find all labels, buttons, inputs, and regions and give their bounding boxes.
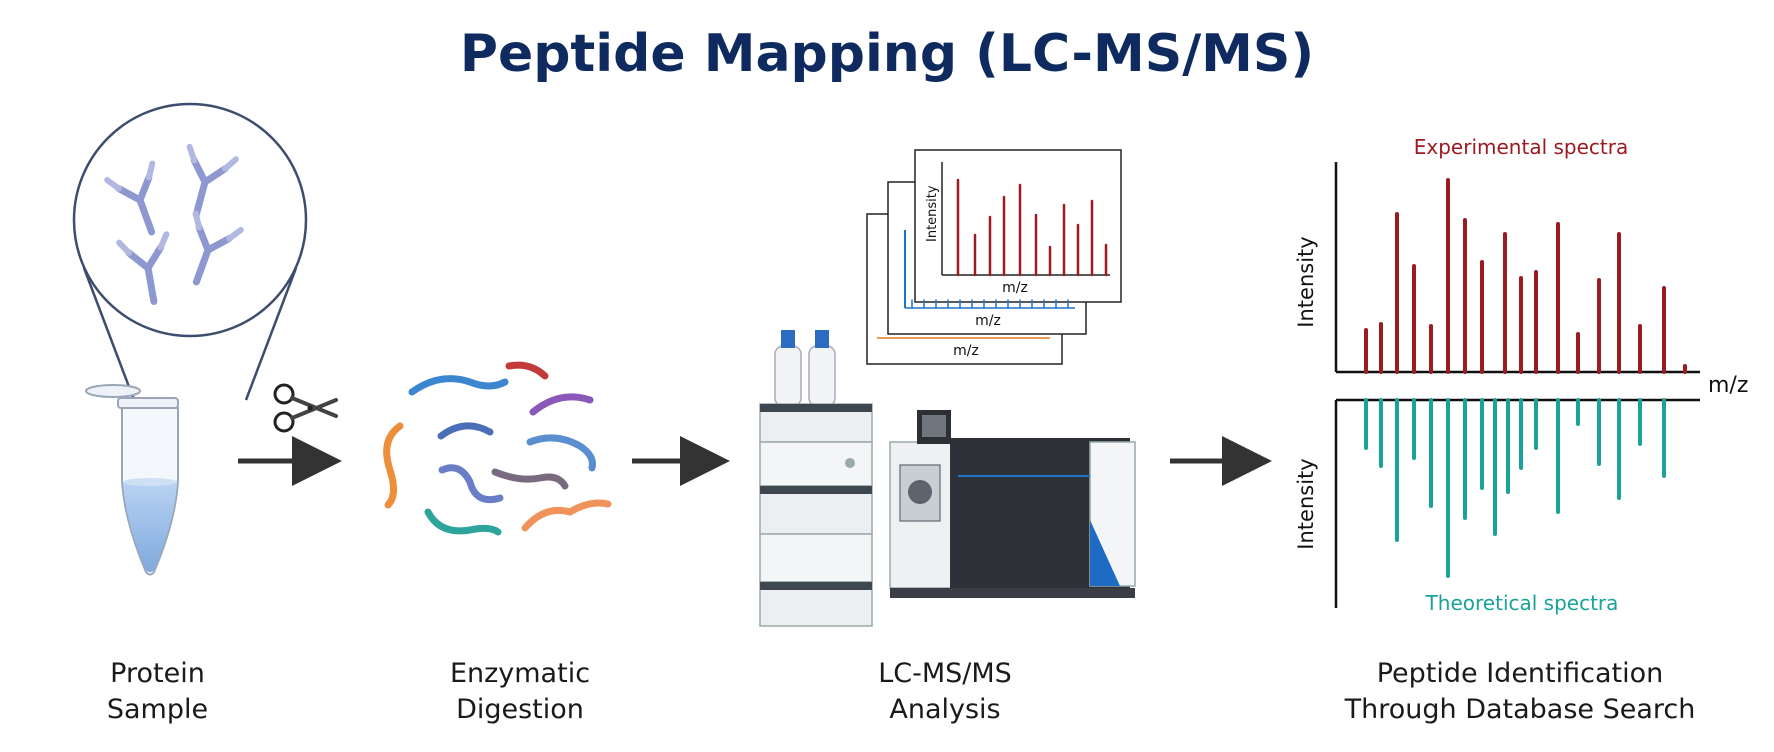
peptide-fragment-icon (408, 375, 509, 396)
mirror-top-ylabel: Intensity (1294, 236, 1318, 327)
experimental-label: Experimental spectra (1414, 135, 1628, 159)
peptide-fragment-icon (505, 361, 549, 380)
peptide-fragments (383, 361, 612, 536)
antibody-icon (192, 210, 244, 286)
stack-xlabel-front: m/z (1002, 280, 1028, 296)
protein-sample-illustration (72, 102, 308, 576)
tube-icon (85, 384, 179, 576)
mass-spectrometer-icon (889, 410, 1136, 598)
antibody-tip (157, 231, 170, 251)
step-line: Sample (106, 694, 209, 725)
mirror-spectra: Experimental spectra Theoretical spectra… (1294, 135, 1748, 615)
step-label-lcms-analysis: LC-MS/MS Analysis (840, 656, 1050, 728)
step-line: Peptide Identification (1376, 658, 1664, 689)
scissors-icon (273, 383, 338, 433)
antibody-stem (192, 178, 209, 219)
theoretical-label: Theoretical spectra (1425, 591, 1619, 615)
lc-system-icon (759, 330, 873, 627)
step-line: Digestion (456, 694, 584, 725)
antibody-tip (104, 177, 122, 192)
peptide-fragment-icon (438, 464, 504, 504)
ms-spectra-stack: Intensity m/z m/z m/z (866, 149, 1122, 365)
step-line: Protein (110, 658, 205, 689)
antibody-icon (186, 143, 239, 219)
step-line: Analysis (889, 694, 1001, 725)
peptide-fragment-icon (424, 508, 502, 536)
antibody-tip (145, 160, 156, 181)
antibody-arm (115, 185, 144, 204)
antibody-tip (226, 227, 244, 242)
mirror-bottom-ylabel: Intensity (1294, 458, 1318, 549)
antibody-arm (201, 165, 229, 186)
stack-ylabel: Intensity (925, 185, 940, 242)
antibody-arm (190, 156, 209, 186)
step-label-protein-sample: Protein Sample (70, 656, 245, 728)
step-line: Through Database Search (1344, 694, 1696, 725)
peptide-fragment-icon (521, 499, 612, 532)
stack-xlabel-back: m/z (953, 343, 979, 359)
stack-xlabel-mid: m/z (975, 313, 1001, 329)
mirror-xlabel: m/z (1708, 373, 1748, 398)
page-title: Peptide Mapping (LC-MS/MS) (459, 24, 1315, 84)
antibody-tip (192, 210, 203, 231)
step-line: Enzymatic (449, 658, 591, 689)
antibody-icon (116, 231, 170, 305)
antibody-stem (144, 264, 158, 305)
antibody-tip (116, 239, 133, 257)
step-line: LC-MS/MS (878, 658, 1012, 689)
step-label-enzymatic-digestion: Enzymatic Digestion (430, 656, 610, 728)
antibody-stem (136, 196, 156, 236)
antibody-tip (186, 143, 198, 164)
antibody-arm (204, 235, 233, 254)
antibody-tip (222, 156, 239, 172)
antibody-arm (125, 249, 152, 272)
magnify-circle (72, 102, 308, 338)
step-label-peptide-identification: Peptide Identification Through Database … (1290, 656, 1750, 728)
peptide-fragment-icon (437, 422, 494, 440)
peptide-fragment-icon (491, 468, 569, 490)
peptide-fragment-icon (383, 422, 404, 509)
antibody-arm (195, 224, 212, 254)
antibody-stem (192, 246, 212, 286)
antibody-arm (144, 243, 165, 272)
antibody-arm (136, 174, 153, 204)
peptide-fragment-icon (529, 393, 594, 416)
antibody-icon (104, 160, 156, 236)
peptide-fragment-icon (526, 434, 596, 472)
